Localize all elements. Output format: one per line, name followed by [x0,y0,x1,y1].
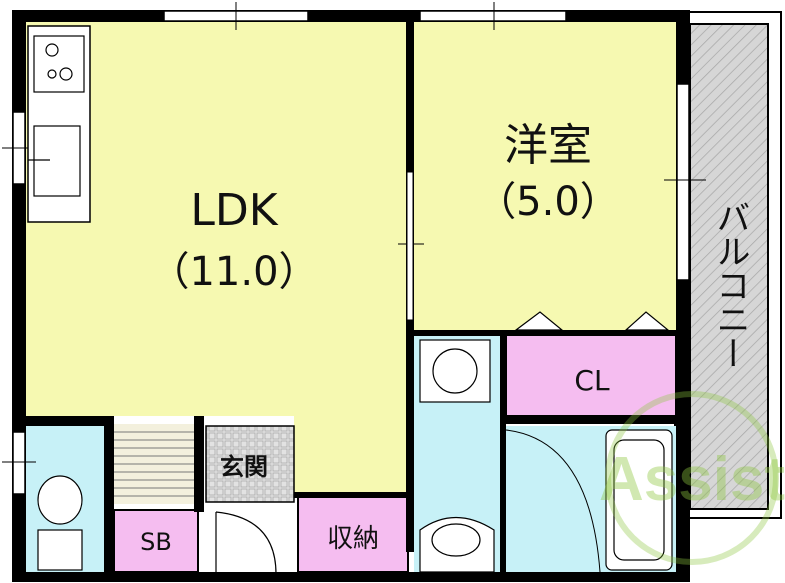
bathtub [605,429,673,571]
sliding-door [406,171,414,321]
watermark-text: Assist [599,445,785,514]
kitchen-sink [28,125,81,197]
western-room-floor [414,22,676,330]
closet-doors [514,311,670,331]
washbasin [419,516,495,573]
watermark-logo-ring [605,391,779,565]
shoe-box-name: SB [140,528,172,556]
entrance-name: 玄関 [220,453,268,481]
ldk-name: LDK [190,185,278,236]
storage-name: 収納 [327,524,379,554]
entrance-step-lines [114,431,194,497]
closet-floor [505,333,677,417]
bath-door-swing [505,429,601,573]
closet-name: CL [574,364,610,397]
washer-space [419,339,491,403]
ldk-size: （11.0） [149,249,318,295]
balcony-floor [689,23,769,510]
stove [33,35,85,93]
toilet-fixture [37,475,83,571]
entrance-floor [205,425,295,503]
window-marks [2,2,706,463]
corridor-floor [294,416,410,496]
western-room-size: （5.0） [476,179,620,225]
kitchen-counter [27,25,91,223]
western-room-name: 洋室 [504,120,592,171]
balcony-name: バルコニー [710,200,750,370]
entrance-door [215,511,277,575]
